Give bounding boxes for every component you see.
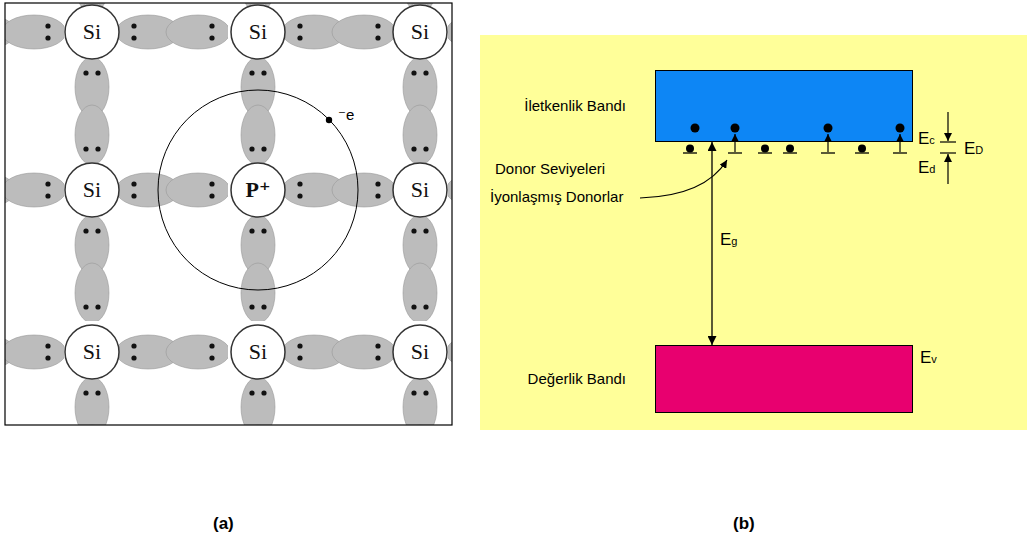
panel-label: (b) (733, 514, 755, 534)
bond (403, 57, 437, 165)
atom-circle: P⁺ (230, 162, 286, 218)
atom-circle: Si (392, 324, 448, 380)
atom-symbol: Si (411, 341, 429, 363)
atom-circle: Si (230, 4, 286, 60)
lattice-frame (5, 3, 452, 425)
atom-circle: Si (392, 4, 448, 60)
energy-symbol: Ev (920, 346, 937, 370)
bound-electrons (686, 145, 866, 153)
conduction-band: İletkenlik Bandı (655, 70, 913, 142)
bond (116, 15, 230, 49)
valence-band-fill (655, 345, 913, 413)
ionized-donors-label: İyonlaşmış Donorlar (490, 188, 623, 206)
energy-symbol: Eg (720, 228, 737, 252)
atom-symbol: Si (83, 21, 101, 43)
atom-circle: Si (64, 4, 120, 60)
bond (116, 173, 230, 207)
donor-levels-label: Donor Seviyeleri (495, 160, 605, 178)
bond (5, 173, 66, 207)
bond (5, 335, 66, 369)
atom-circle: Si (64, 162, 120, 218)
lattice-ground (5, 3, 452, 425)
electron-orbit (158, 90, 358, 290)
bond (403, 215, 437, 323)
donor-levels (683, 152, 907, 153)
atom-symbol: Si (249, 21, 267, 43)
energy-symbol: Ed (918, 156, 935, 180)
atom-symbol: Si (83, 341, 101, 363)
atom-symbol: P⁺ (245, 179, 270, 201)
ionization-energy-marks (940, 112, 956, 184)
conduction-electrons (691, 124, 905, 133)
bond (241, 57, 275, 165)
energy-symbol: Ec (918, 127, 935, 151)
leader-arrow (640, 160, 727, 198)
conduction-band-fill (655, 70, 913, 142)
bond (282, 173, 396, 207)
bond (5, 15, 66, 49)
bond (75, 57, 109, 165)
electron-label: ⁻e (338, 106, 354, 124)
atom-circle: Si (64, 324, 120, 380)
valence-band: Değerlik Bandı (655, 345, 913, 413)
free-electron (326, 117, 332, 123)
atom-symbol: Si (411, 21, 429, 43)
band-diagram-ground (480, 35, 1027, 430)
bond (403, 377, 437, 425)
band-label: İletkenlik Bandı (524, 97, 626, 115)
covalent-bonds (5, 3, 452, 425)
energy-symbol: ED (964, 137, 983, 161)
bond (75, 215, 109, 323)
bond (241, 377, 275, 425)
atom-circle: Si (230, 324, 286, 380)
panel-label: (a) (213, 514, 234, 534)
bond (241, 215, 275, 323)
atom-symbol: Si (411, 179, 429, 201)
atom-symbol: Si (249, 341, 267, 363)
band-gap-arrow (711, 142, 712, 345)
bond (75, 377, 109, 425)
bond (282, 15, 396, 49)
atom-circle: Si (392, 162, 448, 218)
band-label: Değerlik Bandı (528, 370, 626, 388)
excitation-arrows (735, 134, 900, 152)
bond (116, 335, 230, 369)
bond (282, 335, 396, 369)
atom-symbol: Si (83, 179, 101, 201)
